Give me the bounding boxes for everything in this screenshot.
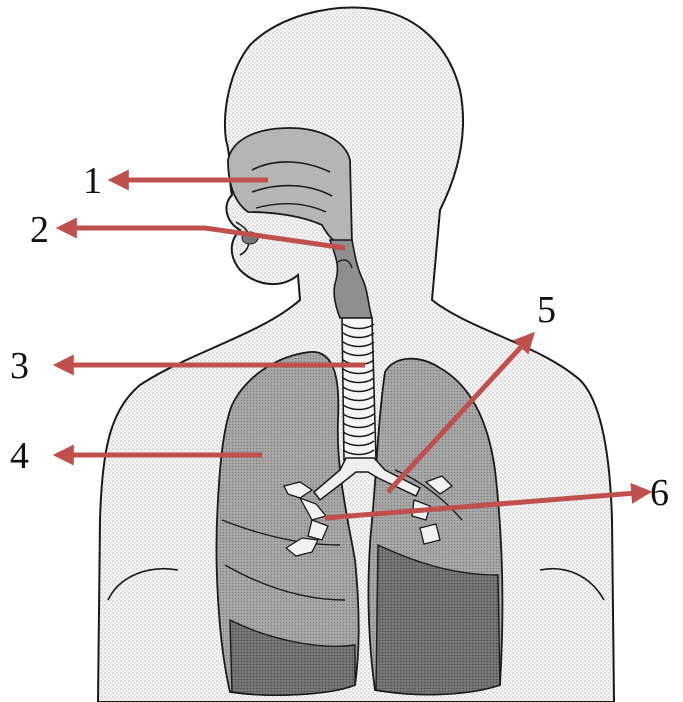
label-2: 2 <box>30 209 49 251</box>
label-1: 1 <box>83 160 102 202</box>
trachea <box>342 318 376 460</box>
label-4: 4 <box>10 435 29 477</box>
label-6: 6 <box>650 472 669 514</box>
label-3: 3 <box>10 345 29 387</box>
label-5: 5 <box>537 289 556 331</box>
